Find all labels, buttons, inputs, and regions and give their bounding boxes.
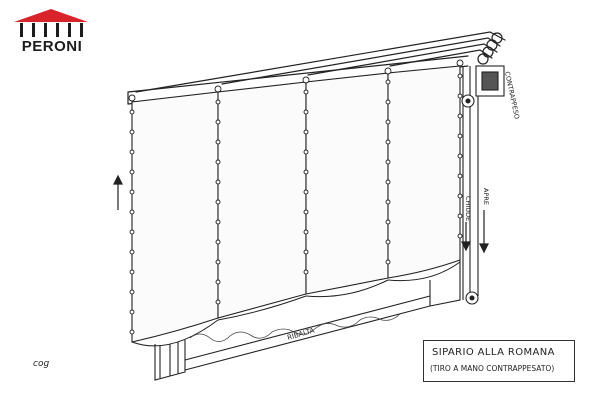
curtain-panel-3 bbox=[305, 72, 389, 295]
fold-texture bbox=[189, 313, 401, 342]
curtain-panel-1 bbox=[131, 91, 219, 343]
curtain-panels bbox=[131, 65, 461, 343]
up-arrow-icon bbox=[113, 174, 123, 210]
ring-column-5 bbox=[457, 73, 463, 239]
counterweight-assembly bbox=[461, 65, 505, 305]
label-open: APRE bbox=[482, 188, 490, 205]
rope-line-1 bbox=[135, 31, 506, 93]
caption-subtitle: (TIRO A MANO CONTRAPPESATO) bbox=[430, 364, 555, 373]
label-counterweight: CONTRAPPESO bbox=[503, 71, 521, 120]
ring-column-4 bbox=[385, 79, 391, 265]
ring-column-1 bbox=[129, 109, 135, 335]
open-arrow-icon bbox=[479, 210, 489, 254]
top-rail-rings bbox=[128, 59, 464, 102]
curtain-panel-4 bbox=[387, 65, 461, 279]
caption-title: SIPARIO ALLA ROMANA bbox=[432, 347, 555, 358]
curtain-panel-2 bbox=[217, 81, 307, 319]
tent-roof-icon bbox=[14, 9, 88, 37]
caption-box: SIPARIO ALLA ROMANA (TIRO A MANO CONTRAP… bbox=[423, 340, 575, 382]
ring-column-3 bbox=[303, 89, 309, 275]
label-close: CHIUDE bbox=[464, 196, 472, 221]
ring-column-2 bbox=[215, 99, 221, 305]
ribalta-frame bbox=[154, 260, 461, 381]
curtain-billows bbox=[131, 261, 461, 347]
close-arrow-icon bbox=[461, 222, 471, 252]
signature: cog bbox=[33, 359, 49, 369]
logo-text: PERONI bbox=[21, 38, 83, 55]
peroni-logo: PERONI bbox=[8, 6, 94, 56]
